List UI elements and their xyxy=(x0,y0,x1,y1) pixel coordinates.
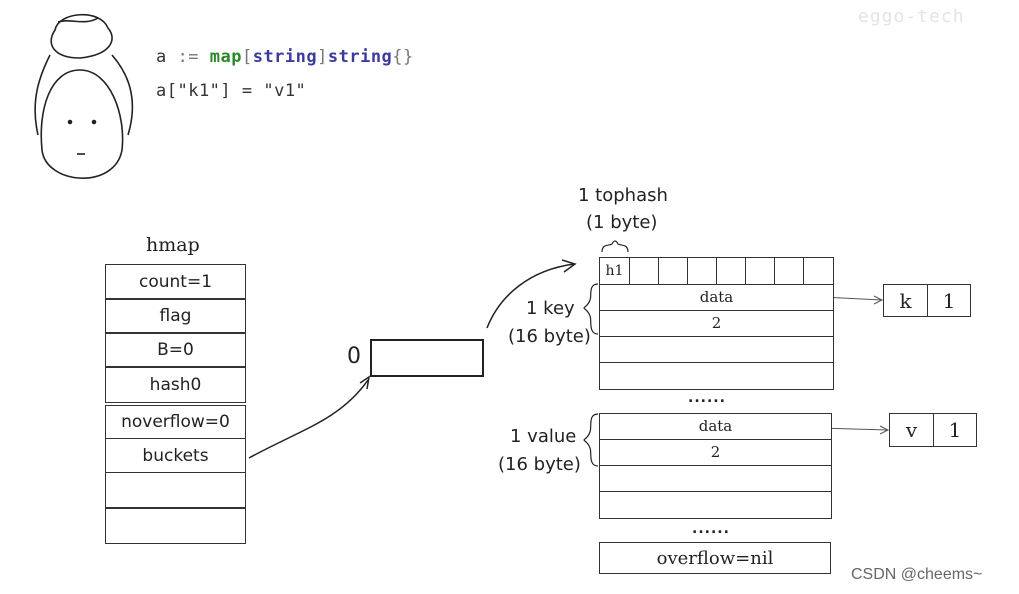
tophash-cell xyxy=(774,257,804,285)
hmap-field-flag: flag xyxy=(105,299,246,333)
value-row xyxy=(599,491,832,519)
key-label: 1 key xyxy=(526,298,575,319)
value-row xyxy=(599,465,832,492)
hmap-struct: count=1 flag B=0 hash0 noverflow=0 bucke… xyxy=(105,264,247,544)
tophash-size-label: (1 byte) xyxy=(586,212,658,233)
code-var: a xyxy=(156,47,167,67)
code-op: := xyxy=(177,47,199,67)
bucket-array-slot xyxy=(370,339,484,377)
key-size-label: (16 byte) xyxy=(508,326,591,347)
ellipsis-2: ...... xyxy=(692,521,730,537)
key-row: 2 xyxy=(599,310,834,337)
tophash-cell xyxy=(629,257,659,285)
key-string-char: 1 xyxy=(927,284,971,317)
hmap-field-buckets: buckets xyxy=(105,439,246,473)
value-string-char: v xyxy=(889,413,934,447)
bucket-array-index: 0 xyxy=(347,344,361,369)
value-string: v 1 xyxy=(889,413,977,447)
code-map-keyword: map xyxy=(209,47,242,67)
key-row xyxy=(599,362,834,390)
value-label: 1 value xyxy=(510,426,577,447)
ellipsis-1: ...... xyxy=(688,390,726,406)
hmap-field-hash0: hash0 xyxy=(105,367,246,403)
hmap-field-b: B=0 xyxy=(105,333,246,367)
value-string-char: 1 xyxy=(933,413,977,447)
code-val-type: string xyxy=(327,47,393,67)
hmap-title: hmap xyxy=(146,234,200,256)
key-string-char: k xyxy=(883,284,928,317)
tophash-cell xyxy=(658,257,688,285)
tophash-row: h1 xyxy=(599,257,834,285)
code-key-type: string xyxy=(252,47,318,67)
key-row xyxy=(599,336,834,363)
tophash-cell-1: h1 xyxy=(599,257,630,285)
tophash-cell xyxy=(687,257,717,285)
watermark: CSDN @cheems~ xyxy=(851,566,983,583)
code-line-2: a["k1"] = "v1" xyxy=(156,81,307,101)
hmap-field-noverflow: noverflow=0 xyxy=(105,405,246,439)
cartoon-character xyxy=(34,13,134,179)
tophash-cell xyxy=(716,257,746,285)
key-row: data xyxy=(599,284,834,311)
hmap-field-count: count=1 xyxy=(105,264,246,299)
overflow-field: overflow=nil xyxy=(599,542,831,574)
code-line-1: a := map[string]string{} xyxy=(156,47,414,67)
tophash-cell xyxy=(745,257,775,285)
code-braces: {} xyxy=(392,47,414,67)
value-row: data xyxy=(599,413,832,440)
value-size-label: (16 byte) xyxy=(498,454,581,475)
value-block: data 2 xyxy=(599,413,832,519)
tophash-label: 1 tophash xyxy=(578,185,668,206)
watermark-top: eggo-tech xyxy=(858,6,965,27)
hmap-field-empty-2 xyxy=(105,508,246,544)
hmap-field-empty-1 xyxy=(105,472,246,508)
key-block: data 2 xyxy=(599,284,834,390)
tophash-cell xyxy=(803,257,834,285)
key-string: k 1 xyxy=(883,284,971,317)
value-row: 2 xyxy=(599,439,832,466)
